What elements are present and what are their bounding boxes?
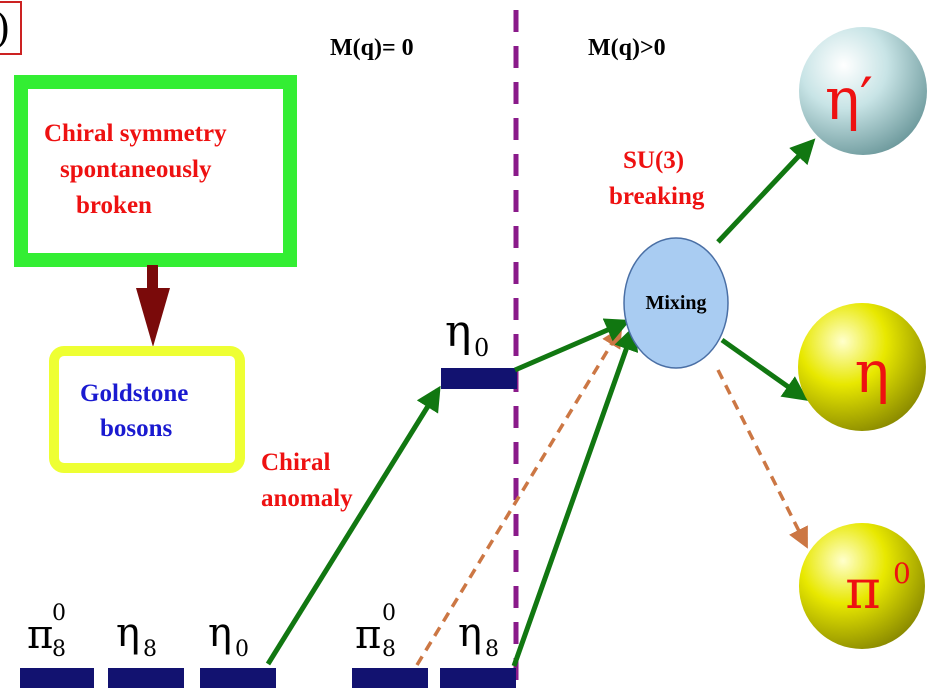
state-pi8-left-sup: 0 bbox=[52, 601, 66, 626]
state-eta0-raised-sub: 0 bbox=[474, 334, 489, 362]
svg-text:0 8: 0 8 bbox=[52, 601, 73, 662]
level-bar-pi8-right bbox=[352, 668, 428, 688]
level-bar-pi8-left bbox=[20, 668, 94, 688]
pi0-sphere bbox=[799, 523, 925, 649]
eta-prime-sphere bbox=[799, 27, 927, 155]
panel-label-box bbox=[0, 1, 22, 55]
mixing-node bbox=[623, 237, 729, 369]
state-eta8-right-sub: 8 bbox=[485, 637, 499, 662]
svg-text:0 8: 0 8 bbox=[382, 601, 403, 662]
goldstone-line-1: Goldstone bbox=[80, 380, 188, 407]
cause-arrow-shaft bbox=[147, 265, 158, 295]
eta-symbol: η bbox=[855, 338, 890, 406]
su3-breaking-line-1: SU(3) bbox=[623, 147, 684, 174]
chiral-symmetry-line-2: spontaneously bbox=[60, 156, 212, 183]
svg-text:Chiral symmetry spontaneou: Chiral symmetry spontaneously broken bbox=[44, 120, 233, 219]
arrow-mixing-to-eta-prime bbox=[716, 138, 816, 244]
arrow-pi8-to-mixing bbox=[415, 326, 623, 666]
cause-arrow-head bbox=[136, 288, 170, 347]
mixing-label: Mixing bbox=[645, 292, 706, 314]
eta-sphere bbox=[798, 303, 926, 431]
state-pi8-left-sub: 8 bbox=[52, 637, 66, 662]
arrow-mixing-to-pi0 bbox=[716, 369, 808, 549]
region-label-massive: M(q)>0 bbox=[588, 35, 666, 61]
goldstone-box bbox=[49, 346, 245, 473]
chiral-anomaly-line-1: Chiral bbox=[261, 449, 331, 476]
chiral-symmetry-line-1: Chiral symmetry bbox=[44, 120, 227, 147]
state-eta0-left: η bbox=[208, 610, 232, 656]
level-bar-eta0-raised bbox=[441, 368, 517, 389]
panel-label: ) bbox=[0, 6, 11, 52]
chiral-symmetry-line-3: broken bbox=[76, 192, 152, 219]
chiral-anomaly-line-2: anomaly bbox=[261, 485, 353, 512]
level-bar-eta0-left bbox=[200, 668, 276, 688]
state-eta8-left: η bbox=[116, 610, 140, 656]
state-pi8-right: π bbox=[355, 612, 381, 658]
level-bar-eta8-right bbox=[440, 668, 516, 688]
svg-text:Chiral anomaly: Chiral anomaly bbox=[261, 449, 353, 512]
arrow-eta8-to-mixing bbox=[511, 325, 639, 667]
state-eta8-right: η bbox=[458, 610, 482, 656]
pi0-superscript: 0 bbox=[893, 557, 911, 590]
arrow-anomaly-eta0 bbox=[265, 385, 441, 666]
eta-prime-symbol: η′ bbox=[825, 65, 873, 133]
goldstone-line-2: bosons bbox=[100, 415, 173, 442]
pi0-symbol: π bbox=[845, 558, 881, 621]
region-label-massless: M(q)= 0 bbox=[330, 35, 414, 61]
su3-breaking-line-2: breaking bbox=[609, 183, 705, 210]
svg-text:Goldstone bosons: Goldstone bosons bbox=[80, 380, 195, 442]
chiral-symmetry-box bbox=[14, 75, 297, 267]
state-eta8-left-sub: 8 bbox=[143, 637, 157, 662]
state-pi8-right-sup: 0 bbox=[382, 601, 396, 626]
state-eta0-raised: η bbox=[445, 306, 471, 357]
arrow-eta0-to-mixing bbox=[514, 318, 631, 373]
svg-text:SU(3) breaking: SU(3) breaking bbox=[609, 147, 705, 210]
state-eta0-left-sub: 0 bbox=[235, 637, 249, 662]
level-bar-eta8-left bbox=[108, 668, 184, 688]
state-pi8-right-sub: 8 bbox=[382, 637, 396, 662]
state-pi8-left: π bbox=[27, 612, 53, 658]
arrow-mixing-to-eta bbox=[720, 337, 809, 401]
